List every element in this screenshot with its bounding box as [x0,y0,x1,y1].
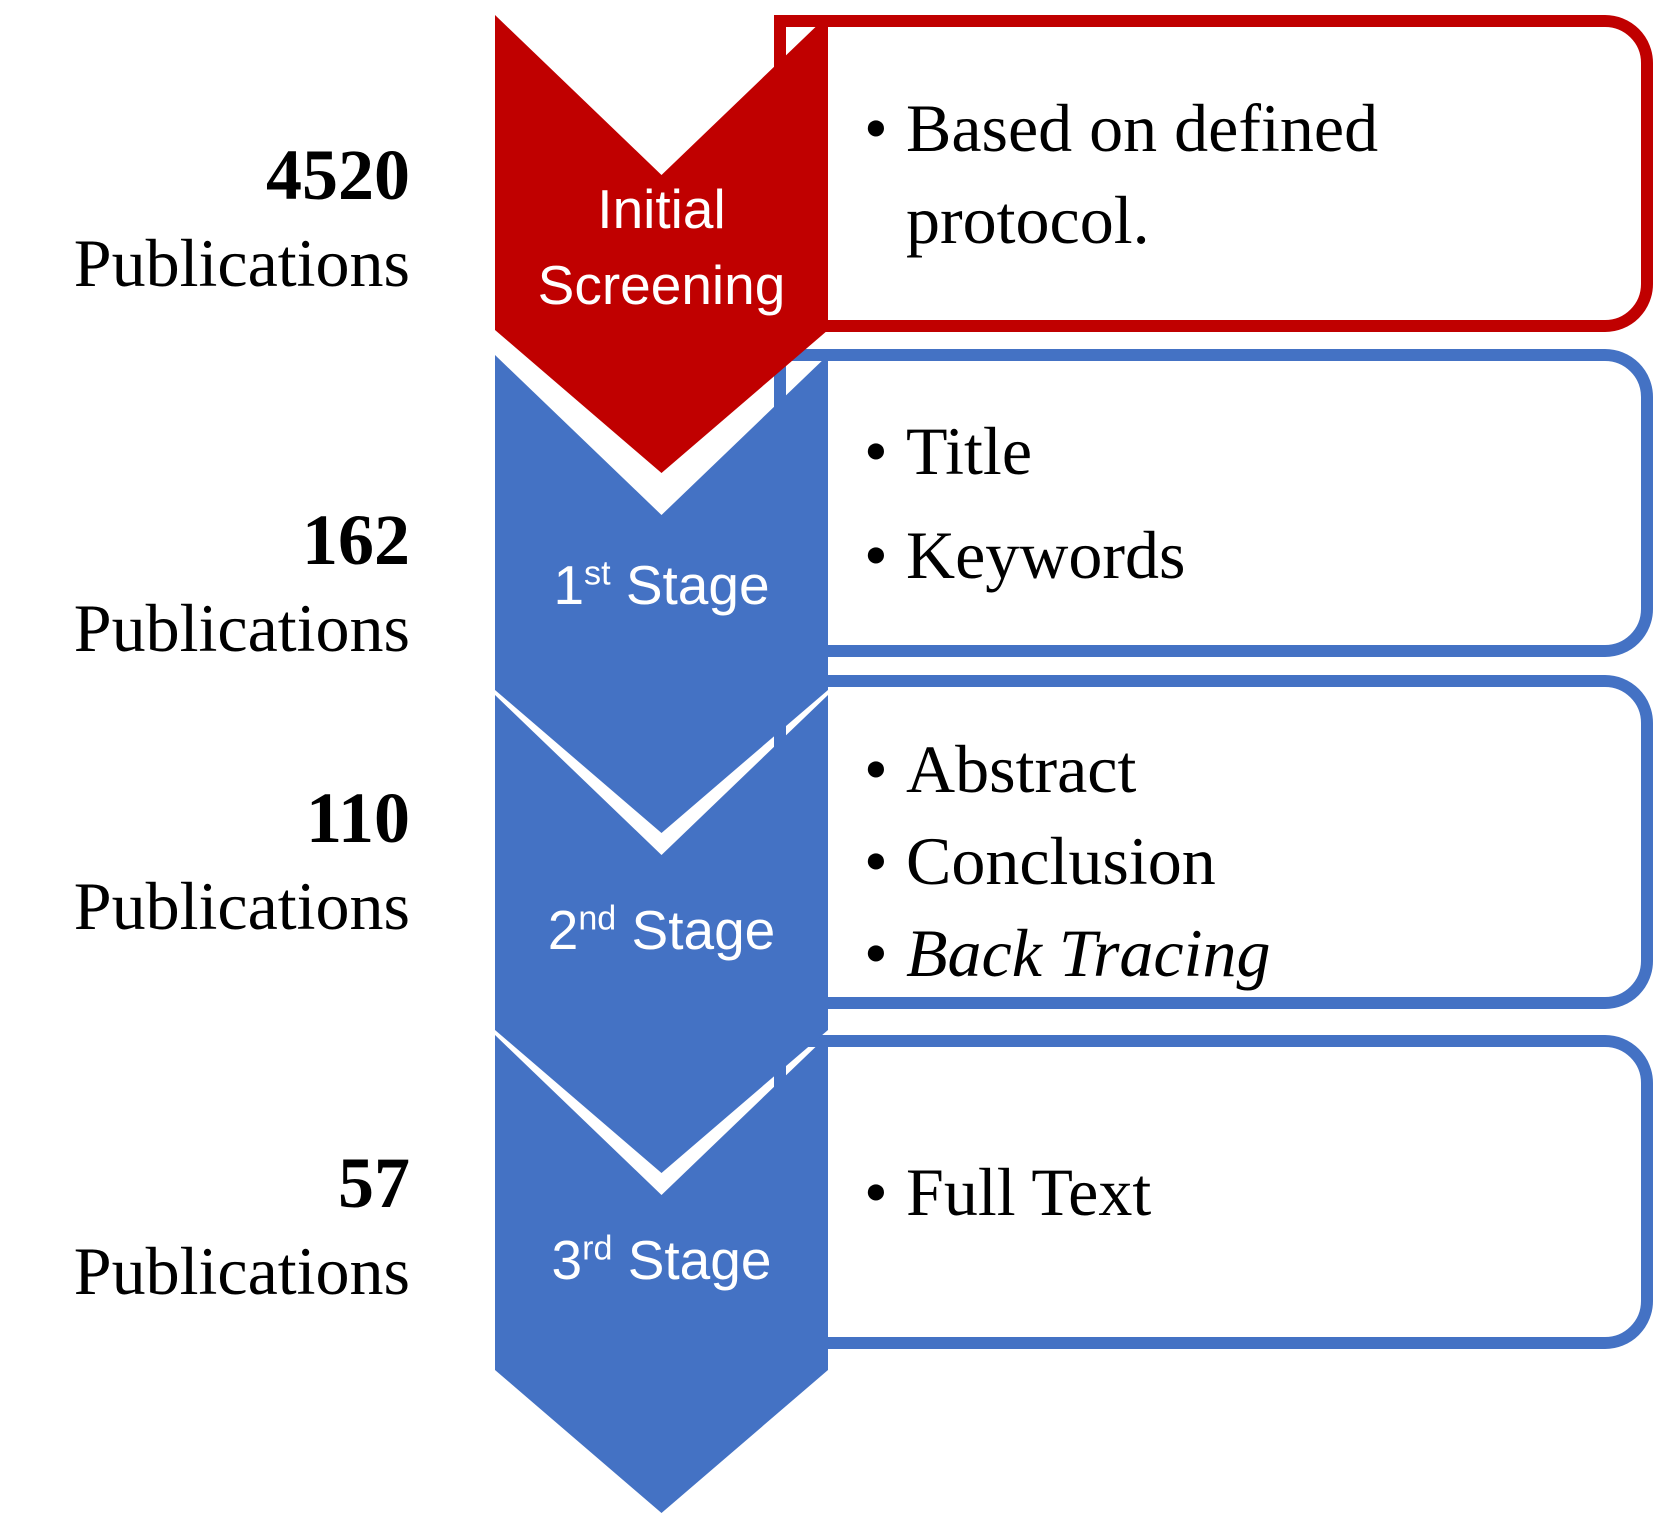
stage-label-initial-screening: Initial Screening [495,171,828,323]
stage-ordinal-suffix: rd [582,1229,613,1268]
detail-box-stage-3: Full Text [774,1035,1653,1349]
chevron-stage-2 [495,695,828,1173]
publication-count: 110 [305,778,410,858]
list-item: Back Tracing [864,907,1621,999]
publication-count: 4520 [266,135,410,215]
bullet-list: Based on defined protocol. [786,82,1641,266]
stage-label-3rd-stage: 3rd Stage [495,1226,828,1294]
publication-count: 162 [302,500,410,580]
list-item: Title [864,399,1621,503]
stage-ordinal-suffix: st [584,554,611,593]
stage-word: Stage [612,1229,772,1291]
publication-word: Publications [73,1233,410,1309]
stage-ordinal-suffix: nd [578,899,617,938]
bullet-text: Title [906,413,1033,489]
detail-box-initial-screening: Based on defined protocol. [774,15,1653,332]
list-item: Abstract [864,723,1621,815]
publication-count: 57 [338,1143,410,1223]
count-label-stage-2: 110 Publications [0,774,410,950]
bullet-text: Abstract [906,731,1137,807]
detail-box-stage-1: Title Keywords [774,349,1653,657]
stage-number: 2 [547,899,579,961]
bullet-text: Back Tracing [906,915,1271,991]
stage-label-1st-stage: 1st Stage [495,551,828,619]
bullet-text: Keywords [906,517,1186,593]
list-item: Conclusion [864,815,1621,907]
stage-word: Stage [610,554,770,616]
publication-word: Publications [73,868,410,944]
stage-word: Stage [616,899,776,961]
list-item: Keywords [864,503,1621,607]
count-label-initial: 4520 Publications [0,131,410,307]
bullet-list: Full Text [786,1146,1641,1238]
bullet-text: Conclusion [906,823,1216,899]
stage-label-line: Screening [537,254,786,316]
chevron-stage-3 [495,1035,828,1513]
publication-word: Publications [73,225,410,301]
publication-word: Publications [73,590,410,666]
list-item: Full Text [864,1146,1621,1238]
count-label-stage-3: 57 Publications [0,1139,410,1315]
list-item: Based on defined protocol. [864,82,1621,266]
stage-number: 1 [553,554,585,616]
bullet-text: Full Text [906,1154,1152,1230]
chevron-initial-screening [495,15,828,473]
stage-label-line: Initial [597,178,726,240]
chevron-stage-1 [495,355,828,833]
detail-box-stage-2: Abstract Conclusion Back Tracing [774,675,1653,1009]
bullet-text: Based on defined protocol. [906,89,1379,258]
count-label-stage-1: 162 Publications [0,496,410,672]
bullet-list: Abstract Conclusion Back Tracing [786,723,1641,999]
stage-number: 3 [551,1229,583,1291]
bullet-list: Title Keywords [786,399,1641,607]
stage-label-2nd-stage: 2nd Stage [495,896,828,964]
